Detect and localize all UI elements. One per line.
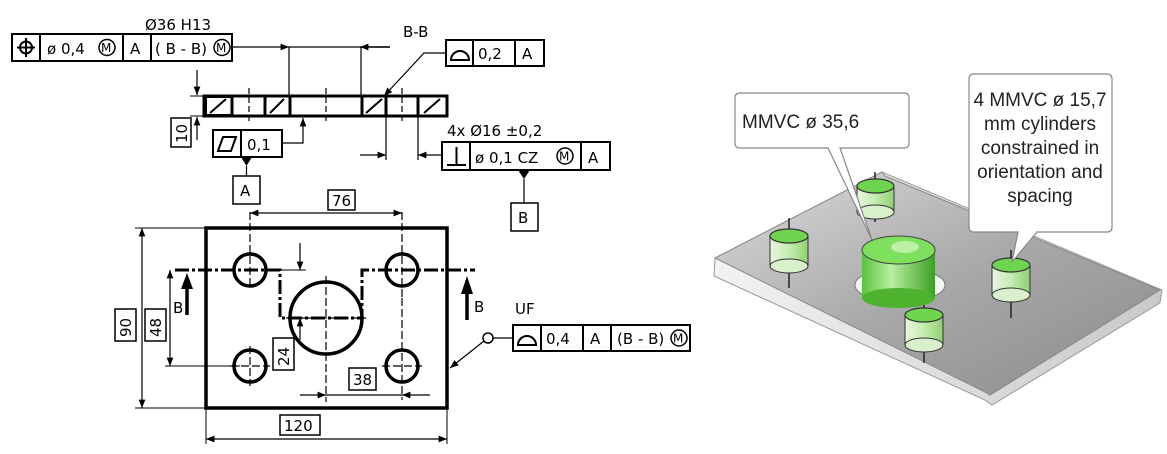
mmc-modifier-icon: M — [213, 38, 231, 57]
small-cylinder-left — [769, 218, 809, 288]
svg-text:M: M — [216, 41, 226, 55]
bore-dimension: Ø36 H13 — [145, 16, 211, 34]
callout-center: MMVC ø 35,6 — [734, 92, 910, 241]
thickness-dimension: 10 — [173, 124, 191, 143]
perpendicularity-icon — [447, 147, 466, 166]
section-arrow-left: B — [173, 273, 193, 317]
position-icon — [17, 38, 35, 57]
uf-profile-fcf: UF 0,4 A (B - B) M — [449, 300, 691, 369]
uf-label: UF — [515, 300, 535, 318]
section-arrow-right: B — [461, 276, 484, 320]
svg-text:B: B — [474, 298, 484, 316]
dim-offset-x: 38 — [353, 371, 372, 389]
uf-datum-a: A — [590, 330, 601, 348]
plan-view: 76 90 48 B B 24 38 — [114, 189, 484, 444]
perp-tolerance: ø 0,1 CZ — [475, 149, 538, 167]
callout-holes-line: 4 MMVC ø 15,7 — [973, 90, 1106, 111]
mmc-modifier-icon: M — [556, 147, 574, 165]
mmvc-3d-illustration: MMVC ø 35,6 4 MMVC ø 15,7 mm cylinders c… — [713, 73, 1163, 406]
datum-ref-a: A — [130, 40, 141, 58]
datum-b-label: B — [518, 209, 528, 227]
section-view: 10 — [170, 70, 449, 160]
dim-hole-spacing-y: 48 — [147, 318, 165, 337]
svg-text:M: M — [559, 150, 569, 164]
perp-datum: A — [588, 149, 599, 167]
callout-holes-line: constrained in — [981, 138, 1099, 159]
flatness-tolerance: 0,1 — [247, 136, 271, 154]
svg-text:M: M — [673, 332, 683, 346]
engineering-drawing: Ø36 H13 ø 0,4 M A ( B - B) M B-B — [11, 16, 691, 444]
datum-ref-bb: ( B - B) — [155, 40, 207, 58]
svg-text:B: B — [173, 299, 183, 317]
flatness-icon — [216, 136, 238, 152]
callout-holes-line: spacing — [1007, 186, 1073, 207]
section-label: B-B — [403, 23, 428, 41]
small-cylinder-back — [856, 172, 895, 222]
large-cylinder — [854, 235, 946, 308]
callout-holes-line: orientation and — [977, 162, 1103, 183]
callout-holes-line: mm cylinders — [984, 114, 1096, 135]
flatness-fcf: 0,1 A — [212, 117, 307, 205]
svg-text:M: M — [101, 41, 111, 55]
callout-holes: 4 MMVC ø 15,7 mm cylinders constrained i… — [968, 73, 1113, 263]
dim-height: 90 — [117, 318, 135, 337]
dim-width: 120 — [284, 417, 313, 435]
profile-tolerance: 0,2 — [478, 45, 502, 63]
small-cylinder-front — [904, 305, 944, 363]
profile-fcf: 0,2 A — [383, 39, 545, 97]
profile-surface-icon — [449, 50, 471, 61]
position-fcf: Ø36 H13 ø 0,4 M A ( B - B) M — [11, 16, 390, 97]
mmc-modifier-icon: M — [670, 329, 688, 347]
callout-center-text: MMVC ø 35,6 — [742, 112, 859, 133]
profile-surface-icon — [516, 335, 538, 346]
datum-a-label: A — [240, 182, 251, 200]
uf-datum-bb: (B - B) — [617, 330, 664, 348]
perpendicularity-fcf: 4x Ø16 ±0,2 ø 0,1 CZ M A B — [441, 122, 611, 232]
position-tolerance: ø 0,4 — [47, 40, 85, 58]
uf-tolerance: 0,4 — [546, 330, 570, 348]
mmc-modifier-icon: M — [98, 38, 116, 57]
profile-datum: A — [522, 45, 533, 63]
small-cylinder-right — [991, 250, 1031, 318]
dim-offset-y: 24 — [275, 347, 293, 366]
holes-callout: 4x Ø16 ±0,2 — [447, 122, 542, 140]
dim-hole-spacing-x: 76 — [332, 192, 351, 210]
